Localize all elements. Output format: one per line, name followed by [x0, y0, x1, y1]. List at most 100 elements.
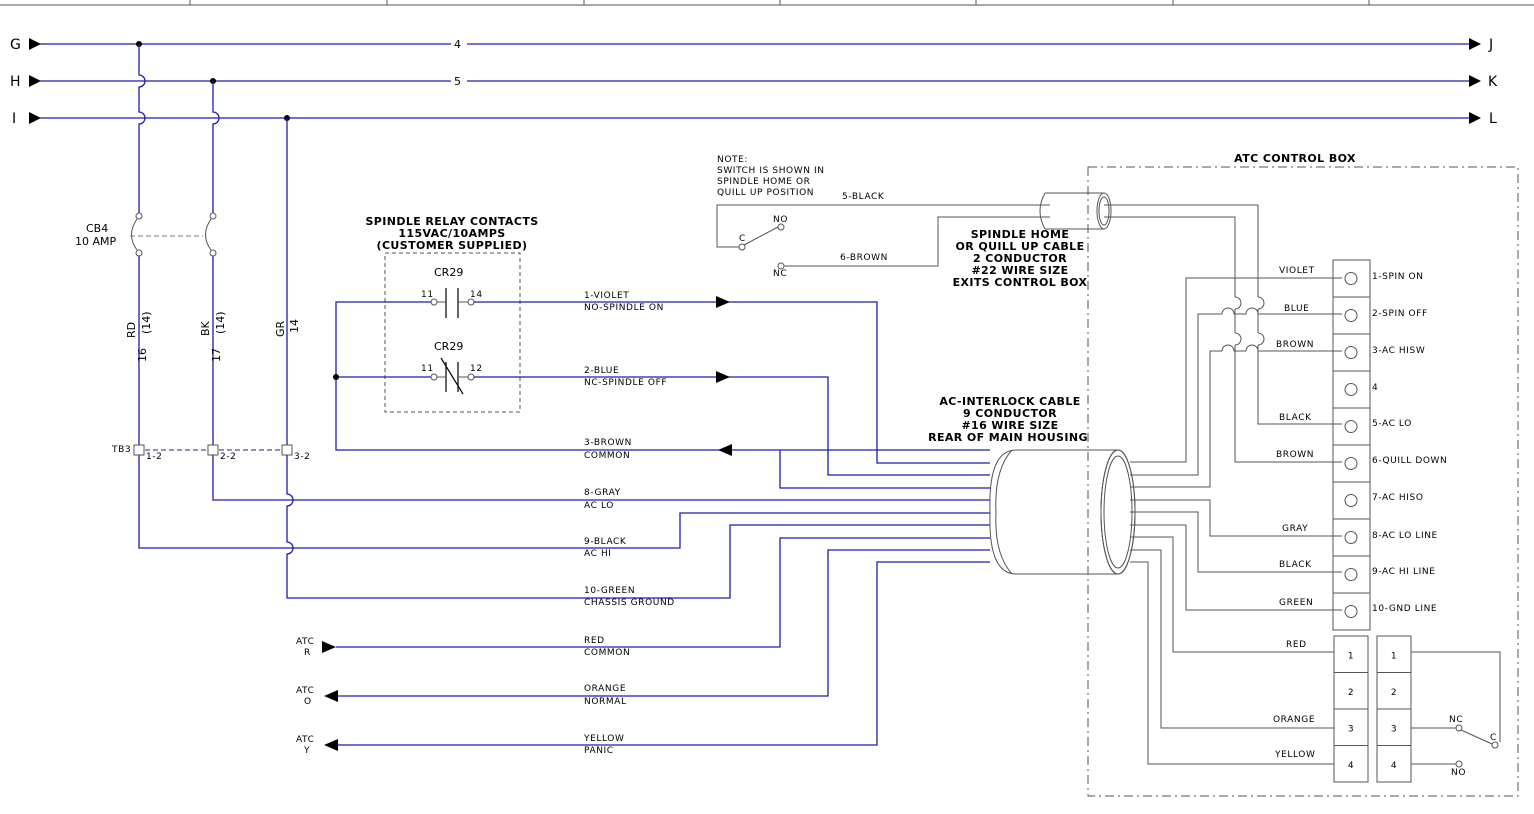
relay-nc-pin-b: 12: [470, 364, 483, 374]
connector-a-pin: 3: [1348, 724, 1354, 734]
wire-label-bottom: NORMAL: [584, 697, 627, 707]
terminal-screw-icon: [1344, 531, 1358, 544]
relay-title-2: 115VAC/10AMPS: [398, 227, 505, 240]
tb3-output-wires: [138, 455, 990, 599]
connector-b-pin: 1: [1391, 651, 1397, 661]
arrow-icon: [29, 38, 41, 50]
term-wire: BLACK: [1279, 413, 1312, 423]
relay-nc-pin-a: 11: [421, 364, 434, 374]
arrow-icon: [29, 75, 41, 87]
tb3-term-3: 3-2: [294, 452, 311, 462]
control-box-title: ATC CONTROL BOX: [1234, 152, 1356, 165]
lower-switch-nc: NC: [1449, 715, 1463, 725]
bus-label-k: K: [1488, 74, 1498, 90]
tb3-term-1: 1-2: [146, 452, 163, 462]
spindle-cable-label-2: OR QUILL UP CABLE: [956, 240, 1085, 253]
wire-label-top: 1-VIOLET: [584, 291, 629, 301]
spindle-wire-2: 6-BROWN: [840, 253, 888, 263]
wire-label-bottom: COMMON: [584, 451, 630, 461]
vertical-color-bk: BK: [199, 320, 212, 336]
note-line-4: QUILL UP POSITION: [717, 188, 814, 198]
arrow-icon: [324, 739, 338, 751]
term-label: 9-AC HI LINE: [1372, 567, 1436, 577]
note-line-2: SWITCH IS SHOWN IN: [717, 166, 825, 176]
spindle-cable-label-3: 2 CONDUCTOR: [973, 252, 1067, 265]
control-box-wiring: [1130, 277, 1342, 765]
bus-label-j: J: [1488, 37, 1493, 53]
terminal-screw-icon: [1344, 457, 1358, 470]
vertical-num-17: 17: [210, 348, 223, 362]
vertical-num-16: 16: [136, 348, 149, 362]
wire-label-top: ORANGE: [584, 684, 626, 694]
term-label: 3-AC HISW: [1372, 346, 1425, 356]
bus-label-i: I: [12, 111, 16, 127]
bus-label-l: L: [1489, 111, 1497, 127]
arrow-icon: [718, 444, 732, 456]
term-label: 6-QUILL DOWN: [1372, 456, 1447, 466]
term-label: 10-GND LINE: [1372, 604, 1437, 614]
bus-wire-number-4: 4: [454, 38, 461, 51]
terminal-screw-icon: [1344, 346, 1358, 359]
connector-b-pin: 2: [1391, 688, 1397, 698]
terminal-screw-icon: [1344, 494, 1358, 507]
note-line-1: NOTE:: [717, 155, 748, 165]
bus-label-h: H: [10, 74, 21, 90]
terminal-strip: [1332, 259, 1371, 631]
term-wire: VIOLET: [1279, 266, 1315, 276]
interlock-label-2: 9 CONDUCTOR: [963, 407, 1057, 420]
vertical-feeds: [136, 41, 290, 450]
term-label: 4: [1372, 383, 1378, 393]
interlock-label-3: #16 WIRE SIZE: [961, 419, 1058, 432]
wire-label-bottom: NC-SPINDLE OFF: [584, 378, 667, 388]
wire-label-top: YELLOW: [583, 734, 624, 744]
bus-wire-number-5: 5: [454, 75, 461, 88]
term-label: 5-AC LO: [1372, 419, 1412, 429]
lower-wire: RED: [1286, 640, 1307, 650]
tb3-label: TB3: [111, 445, 131, 455]
wire-label-top: 3-BROWN: [584, 438, 632, 448]
vertical-gauge-rd: (14): [140, 311, 153, 334]
spindle-switch: [716, 204, 1050, 270]
spindle-wire-1: 5-BLACK: [842, 192, 885, 202]
connector-a-pin: 1: [1348, 651, 1354, 661]
lower-wire: ORANGE: [1273, 715, 1315, 725]
spindle-cable-label-1: SPINDLE HOME: [971, 228, 1070, 241]
arrow-icon: [1469, 112, 1481, 124]
arrow-icon: [324, 690, 338, 702]
tb3-term-2: 2-2: [220, 452, 237, 462]
switch-nc: NC: [773, 269, 787, 279]
relay-cr29-no: CR29: [434, 266, 463, 279]
vertical-color-rd: RD: [125, 322, 138, 338]
vertical-gauge-gr: 14: [288, 319, 301, 333]
arrow-icon: [716, 371, 730, 383]
atc-r-id: R: [304, 648, 311, 658]
term-wire: GRAY: [1282, 524, 1308, 534]
switch-c: C: [739, 234, 746, 244]
term-wire: BLACK: [1279, 560, 1312, 570]
terminal-screw-icon: [1344, 420, 1358, 433]
switch-no: NO: [773, 215, 788, 225]
wire-label-top: 8-GRAY: [584, 488, 621, 498]
wire-label-bottom: NO-SPINDLE ON: [584, 303, 664, 313]
vertical-color-gr: GR: [274, 320, 287, 337]
terminal-screw-icon: [1344, 309, 1358, 322]
relay-no-pin-b: 14: [470, 290, 483, 300]
cb-id: CB4: [86, 222, 108, 235]
wire-label-bottom: AC HI: [584, 549, 612, 559]
relay-title-3: (CUSTOMER SUPPLIED): [377, 239, 528, 252]
terminal-screw-icon: [1344, 272, 1358, 285]
arrow-icon: [29, 112, 41, 124]
connector-a-pin: 4: [1348, 761, 1354, 771]
atc-control-box: [1087, 166, 1519, 797]
lower-switch-no: NO: [1451, 768, 1466, 778]
wire-label-top: 2-BLUE: [584, 366, 619, 376]
title-strip: [0, 0, 1534, 6]
term-label: 1-SPIN ON: [1372, 272, 1424, 282]
relay-title-1: SPINDLE RELAY CONTACTS: [365, 215, 538, 228]
relay-cr29-nc: CR29: [434, 340, 463, 353]
connector-b-pin: 3: [1391, 724, 1397, 734]
spindle-cable: [1039, 192, 1342, 463]
note-line-3: SPINDLE HOME OR: [717, 177, 811, 187]
